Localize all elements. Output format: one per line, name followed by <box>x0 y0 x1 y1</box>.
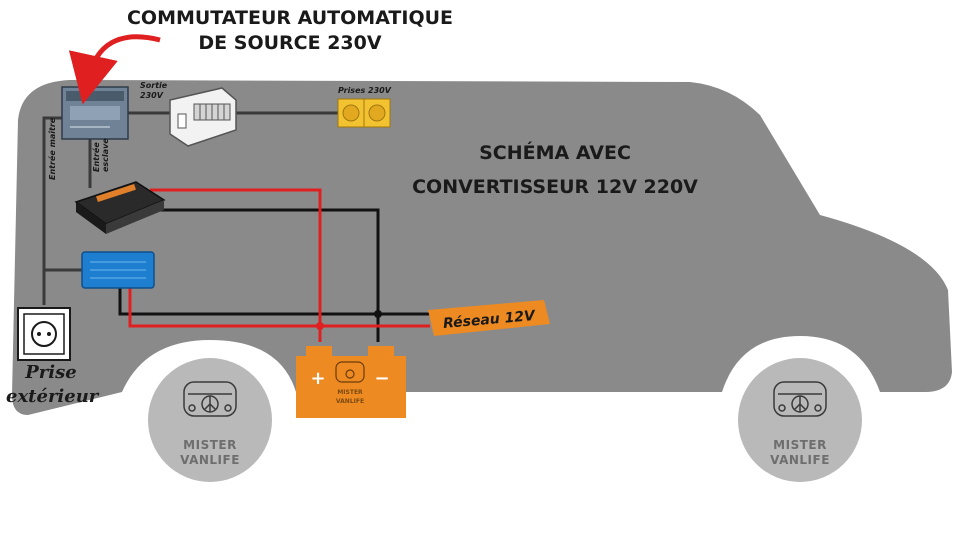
schema-heading: SCHÉMA AVEC CONVERTISSEUR 12V 220V <box>390 136 720 204</box>
inverter <box>74 181 166 234</box>
prise-ext-line1: Prise <box>25 362 77 383</box>
outlet-icon <box>342 104 360 122</box>
entree-esclave-label-1: Entrée <box>91 142 101 172</box>
exterior-socket <box>17 307 71 361</box>
battery-logo-line1: MISTER <box>337 389 363 396</box>
rear-wheel: MISTER VANLIFE <box>140 350 280 490</box>
socket-icon <box>31 321 57 347</box>
wheel-logo-line1: MISTER <box>773 438 827 452</box>
positive-wiring <box>128 188 430 342</box>
page-title: COMMUTATEUR AUTOMATIQUE DE SOURCE 230V <box>118 6 462 56</box>
battery-plus-label: + <box>310 368 325 389</box>
prises-label: Prises 230V <box>338 86 392 95</box>
prise-exterieur-label: Prise extérieur <box>6 361 99 409</box>
entree-maitre-label: Entrée maître <box>47 117 57 180</box>
battery: + − MISTER VANLIFE <box>296 346 406 418</box>
entree-esclave-label-2: esclave <box>101 138 110 172</box>
negative-junction <box>374 310 382 318</box>
sortie-label-2: 230V <box>140 91 164 100</box>
front-wheel: MISTER VANLIFE <box>730 350 870 490</box>
reseau-tag: Réseau 12V <box>428 300 550 336</box>
battery-charger <box>81 251 155 289</box>
van-logo-icon <box>773 381 827 417</box>
wheel-logo-line1: MISTER <box>183 438 237 452</box>
van-logo-icon <box>335 361 365 383</box>
red-arrow-icon <box>68 34 161 105</box>
outlet-icon <box>368 104 386 122</box>
schema-line1: SCHÉMA AVEC <box>479 142 631 164</box>
negative-wiring <box>118 208 430 342</box>
wheel-logo-line2: VANLIFE <box>770 453 830 467</box>
schema-line2: CONVERTISSEUR 12V 220V <box>412 176 698 198</box>
prise-ext-line2: extérieur <box>6 386 99 407</box>
breaker-panel <box>169 87 237 147</box>
positive-junction <box>316 322 324 330</box>
van-body <box>12 80 952 415</box>
outlets <box>337 98 391 128</box>
title-line2: DE SOURCE 230V <box>198 32 382 54</box>
ac-wiring <box>42 111 338 305</box>
wheel-logo-line2: VANLIFE <box>180 453 240 467</box>
source-switch <box>61 86 129 140</box>
battery-logo-line2: VANLIFE <box>336 398 364 405</box>
van-logo-icon <box>183 381 237 417</box>
battery-minus-label: − <box>374 368 389 389</box>
sortie-label-1: Sortie <box>140 81 168 90</box>
title-line1: COMMUTATEUR AUTOMATIQUE <box>126 7 454 29</box>
